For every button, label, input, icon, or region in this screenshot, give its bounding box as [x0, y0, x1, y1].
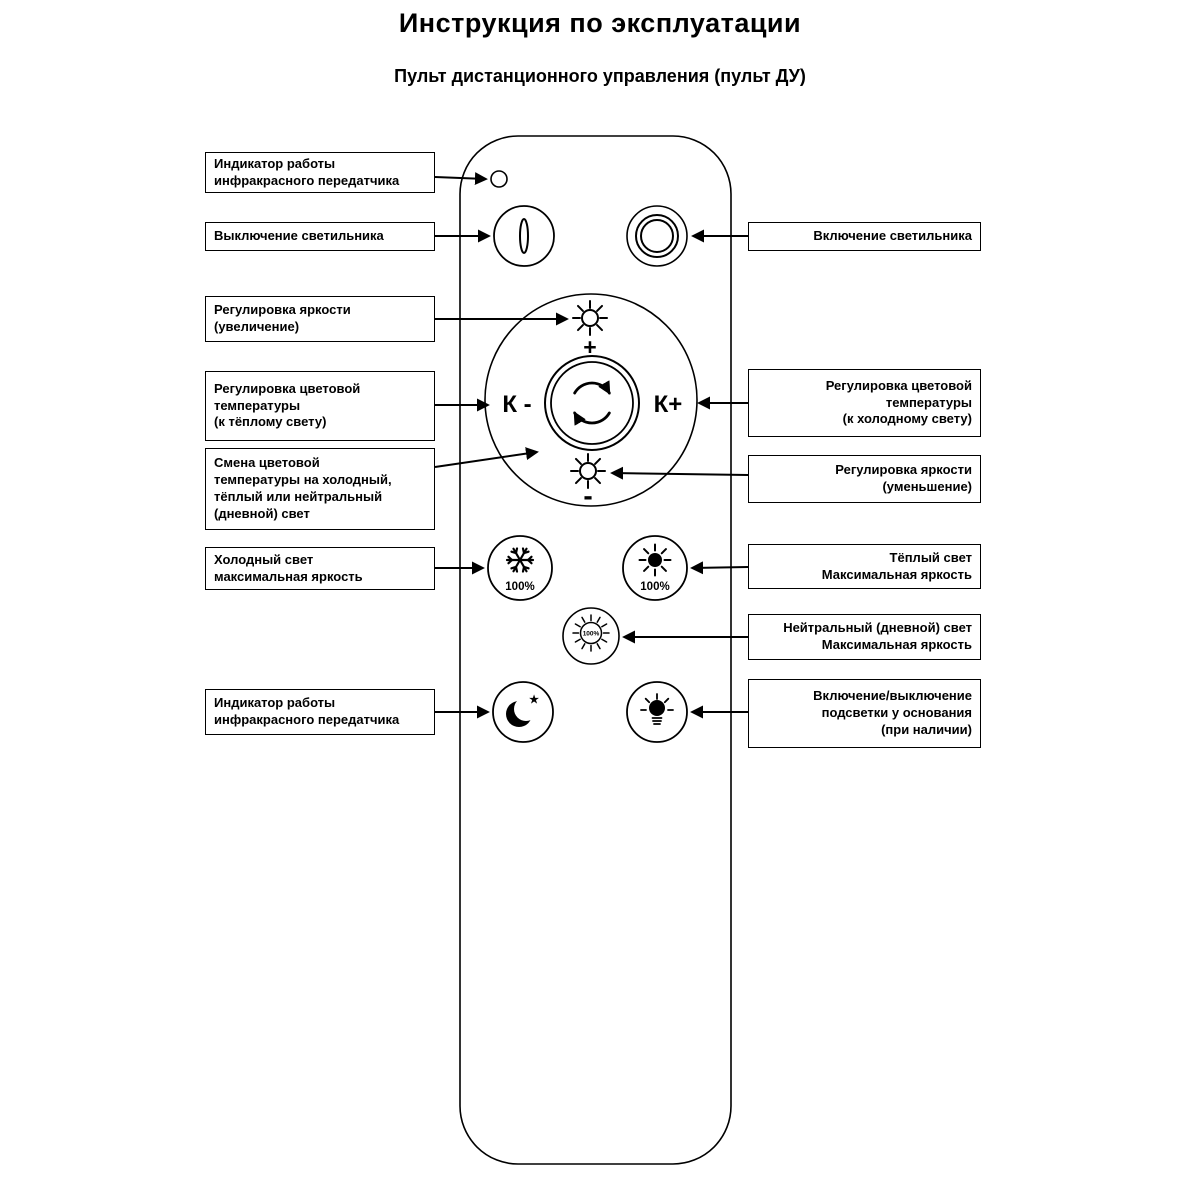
cold-light-button — [487, 535, 553, 601]
label-cold-max-brightness: Холодный свет максимальная яркость — [205, 547, 435, 590]
k-minus-label: К - — [502, 391, 531, 418]
label-color-temp-cold: Регулировка цветовой температуры (к холо… — [748, 369, 981, 437]
page-subtitle: Пульт дистанционного управления (пульт Д… — [394, 66, 806, 86]
color-cycle-button — [544, 355, 640, 451]
warm-light-button — [622, 535, 688, 601]
arrow-ir-indicator — [434, 172, 488, 186]
label-backlight-toggle: Включение/выключение подсветки у основан… — [748, 679, 981, 748]
warm-percent-label: 100% — [640, 581, 669, 593]
power-off-button — [493, 205, 555, 267]
power-on-icon — [635, 214, 679, 258]
label-ir-indicator-2: Индикатор работы инфракрасного передатчи… — [205, 689, 435, 735]
callout-arrows — [434, 172, 749, 719]
neutral-percent-label: 100% — [583, 631, 600, 638]
label-brightness-down: Регулировка яркости (уменьшение) — [748, 455, 981, 503]
sun-outline-icon — [572, 614, 610, 652]
arrow-color-cycle — [434, 447, 539, 468]
brightness-down-icon — [570, 453, 606, 489]
night-mode-button — [492, 681, 554, 743]
ir-indicator-light — [490, 170, 508, 188]
cold-percent-label: 100% — [505, 581, 534, 593]
label-neutral-max-brightness: Нейтральный (дневной) свет Максимальная … — [748, 614, 981, 660]
remote-body — [459, 135, 732, 1165]
bulb-icon — [640, 693, 674, 725]
label-warm-max-brightness: Тёплый свет Максимальная яркость — [748, 544, 981, 589]
page-title: Инструкция по эксплуатации — [398, 8, 802, 38]
moon-icon — [506, 697, 538, 727]
brightness-plus-sign: + — [583, 334, 596, 360]
label-brightness-up: Регулировка яркости (увеличение) — [205, 296, 435, 342]
label-color-temp-warm: Регулировка цветовой температуры (к тёпл… — [205, 371, 435, 441]
label-power-on: Включение светильника — [748, 222, 981, 251]
label-color-temp-cycle: Смена цветовой температуры на холодный, … — [205, 448, 435, 530]
backlight-button — [626, 681, 688, 743]
snowflake-icon — [505, 546, 535, 574]
brightness-minus-sign: - — [583, 480, 592, 511]
neutral-light-button — [562, 607, 620, 665]
power-off-icon — [519, 218, 529, 254]
rotate-arrows-icon — [573, 380, 611, 426]
power-on-button — [626, 205, 688, 267]
k-plus-label: К+ — [654, 391, 683, 418]
arrow-brightness-down — [610, 466, 749, 480]
brightness-up-icon — [572, 300, 608, 336]
star-icon: ★ — [529, 694, 539, 706]
label-power-off: Выключение светильника — [205, 222, 435, 251]
arrow-warm-light — [690, 561, 749, 575]
label-ir-indicator: Индикатор работы инфракрасного передатчи… — [205, 152, 435, 193]
sun-filled-icon — [638, 543, 672, 577]
